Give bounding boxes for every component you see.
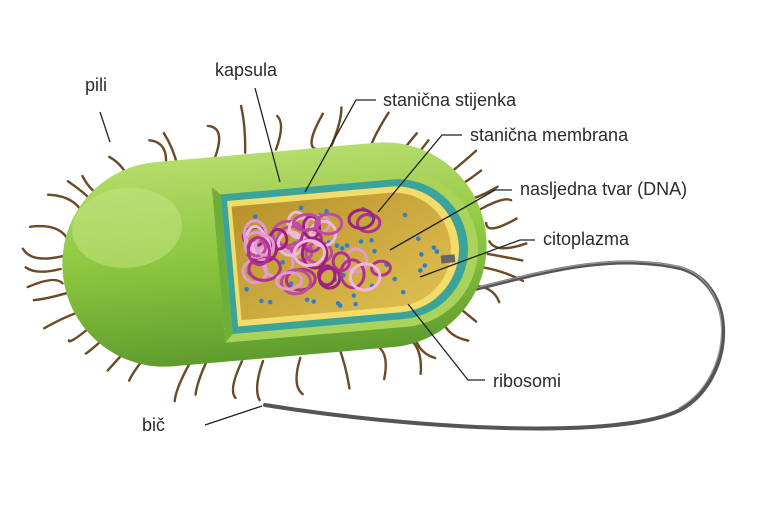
ribosome (298, 205, 304, 211)
label-dna: nasljedna tvar (DNA) (520, 179, 688, 199)
pilus (486, 252, 524, 262)
flagellum-highlight (444, 260, 723, 409)
dna (241, 208, 392, 296)
ribosome (418, 268, 423, 273)
leader-ribosomes (407, 303, 485, 381)
ribosome (334, 243, 340, 248)
pilus (194, 358, 209, 396)
ribosome (353, 301, 358, 307)
ribosome (311, 299, 317, 304)
leader-cell-wall (304, 99, 376, 193)
label-flagellum: bič (142, 415, 166, 435)
ribosome (400, 289, 406, 295)
dna-loop (317, 264, 337, 287)
dna-loop (274, 271, 304, 291)
ribosome (372, 248, 377, 254)
flagellum-hook (440, 254, 456, 264)
ribosome (416, 236, 421, 241)
ribosome (267, 299, 273, 305)
label-ribosomes: ribosomi (493, 371, 562, 391)
ribosome (434, 249, 440, 254)
capsule-highlight (72, 187, 182, 268)
dna-loop (339, 258, 366, 290)
cut-edge (211, 187, 233, 343)
ribosome (351, 293, 357, 298)
pilus (274, 114, 283, 151)
pilus (488, 240, 528, 250)
ribosome (252, 214, 258, 219)
dna-loop (331, 251, 351, 273)
ribosome (402, 212, 408, 218)
ribosome (419, 252, 424, 257)
pilus (255, 359, 265, 402)
leader-cytoplasm (419, 239, 535, 278)
ribosome (244, 286, 249, 292)
leader-flagellum (204, 405, 263, 426)
pilus (231, 360, 244, 399)
pilus (295, 356, 304, 396)
ribosome (339, 246, 345, 251)
pilus (32, 291, 68, 302)
leader-lines (99, 87, 535, 426)
ribosome (369, 237, 374, 243)
label-pili: pili (85, 75, 108, 95)
pilus (21, 247, 64, 260)
ribosome (304, 297, 310, 303)
dna-loop (370, 259, 392, 277)
label-capsule: kapsula (215, 60, 278, 80)
pilus (478, 198, 513, 211)
ribosome (422, 263, 428, 268)
dna-loop (246, 236, 271, 267)
pilus (339, 349, 351, 390)
label-cytoplasm: citoplazma (543, 229, 630, 249)
pilus (28, 224, 70, 242)
dna-loop (247, 255, 282, 282)
label-cell-wall: stanična stijenka (383, 90, 517, 110)
ribosome (280, 259, 285, 265)
pilus (42, 310, 82, 330)
pilus (239, 104, 247, 154)
dna-loop (254, 234, 276, 257)
ribosome (358, 239, 364, 244)
cell-body (62, 142, 487, 367)
leader-dna (389, 189, 512, 251)
ribosome (337, 303, 343, 308)
dna-loop (300, 237, 329, 270)
dna-loop (314, 212, 344, 236)
ribosome (431, 245, 437, 250)
ribosome (392, 276, 397, 282)
dna-loop (292, 239, 326, 267)
leader-pili (99, 111, 111, 143)
dna-loop (292, 213, 321, 232)
ribosome (324, 208, 329, 214)
leader-cell-membrane (377, 134, 462, 213)
ribosome (259, 298, 264, 304)
pilus (206, 124, 221, 160)
pilus (310, 112, 325, 151)
ribosome (344, 243, 350, 248)
dna-loop (279, 268, 312, 296)
dna-loop (355, 212, 382, 234)
pilus (485, 217, 518, 230)
dna-loop (268, 227, 289, 251)
label-cell-membrane: stanična membrana (470, 125, 629, 145)
ribosome (288, 281, 294, 286)
pilus (26, 278, 64, 289)
leader-capsule (254, 87, 281, 183)
dna-loop (348, 262, 382, 292)
pilus (24, 266, 62, 273)
flagellum (263, 260, 726, 431)
dna-loop (347, 208, 376, 230)
